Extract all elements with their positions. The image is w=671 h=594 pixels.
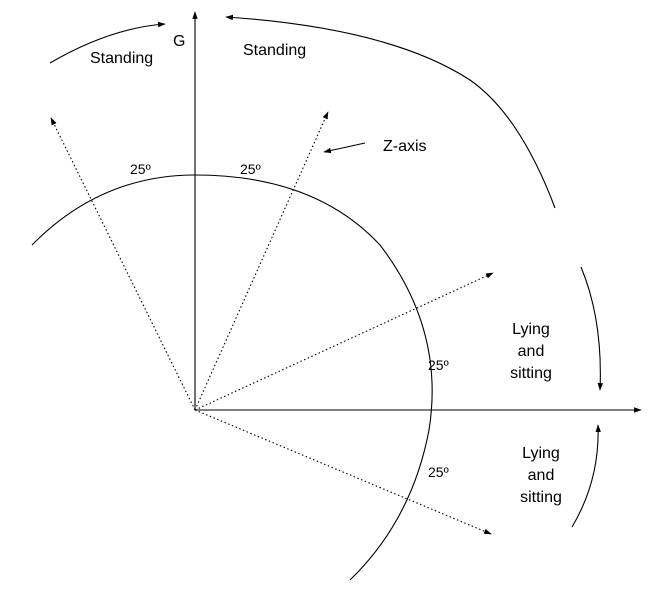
lying-lower-line2: and xyxy=(528,467,555,484)
dotted-ray-left-25 xyxy=(50,117,196,411)
dotted-ray-above-horizontal xyxy=(194,272,494,411)
lying-lower-arc-arrow xyxy=(571,424,601,528)
lying-lower-line3: sitting xyxy=(520,489,562,506)
dotted-ray-below-horizontal xyxy=(194,409,492,535)
z-axis-pointer-arrow xyxy=(323,142,366,154)
standing-right-label: Standing xyxy=(243,42,306,59)
angle-label-left: 25º xyxy=(130,161,151,177)
standing-right-arc-arrow xyxy=(225,14,556,209)
lying-lower-line1: Lying xyxy=(522,445,560,462)
dotted-ray-z-axis xyxy=(194,111,329,411)
angle-label-above-horizontal: 25º xyxy=(428,357,449,373)
standing-left-arc-arrow xyxy=(49,21,166,64)
angle-label-below-horizontal: 25º xyxy=(428,464,449,480)
lying-upper-arc-arrow xyxy=(580,266,603,391)
lying-upper-line1: Lying xyxy=(512,321,550,338)
reference-arc xyxy=(31,174,433,581)
lying-upper-line2: and xyxy=(518,343,545,360)
standing-left-label: Standing xyxy=(90,50,153,67)
lying-upper-line3: sitting xyxy=(510,365,552,382)
angle-label-right: 25º xyxy=(240,161,261,177)
g-axis-label: G xyxy=(173,33,185,50)
z-axis-label: Z-axis xyxy=(383,138,427,155)
